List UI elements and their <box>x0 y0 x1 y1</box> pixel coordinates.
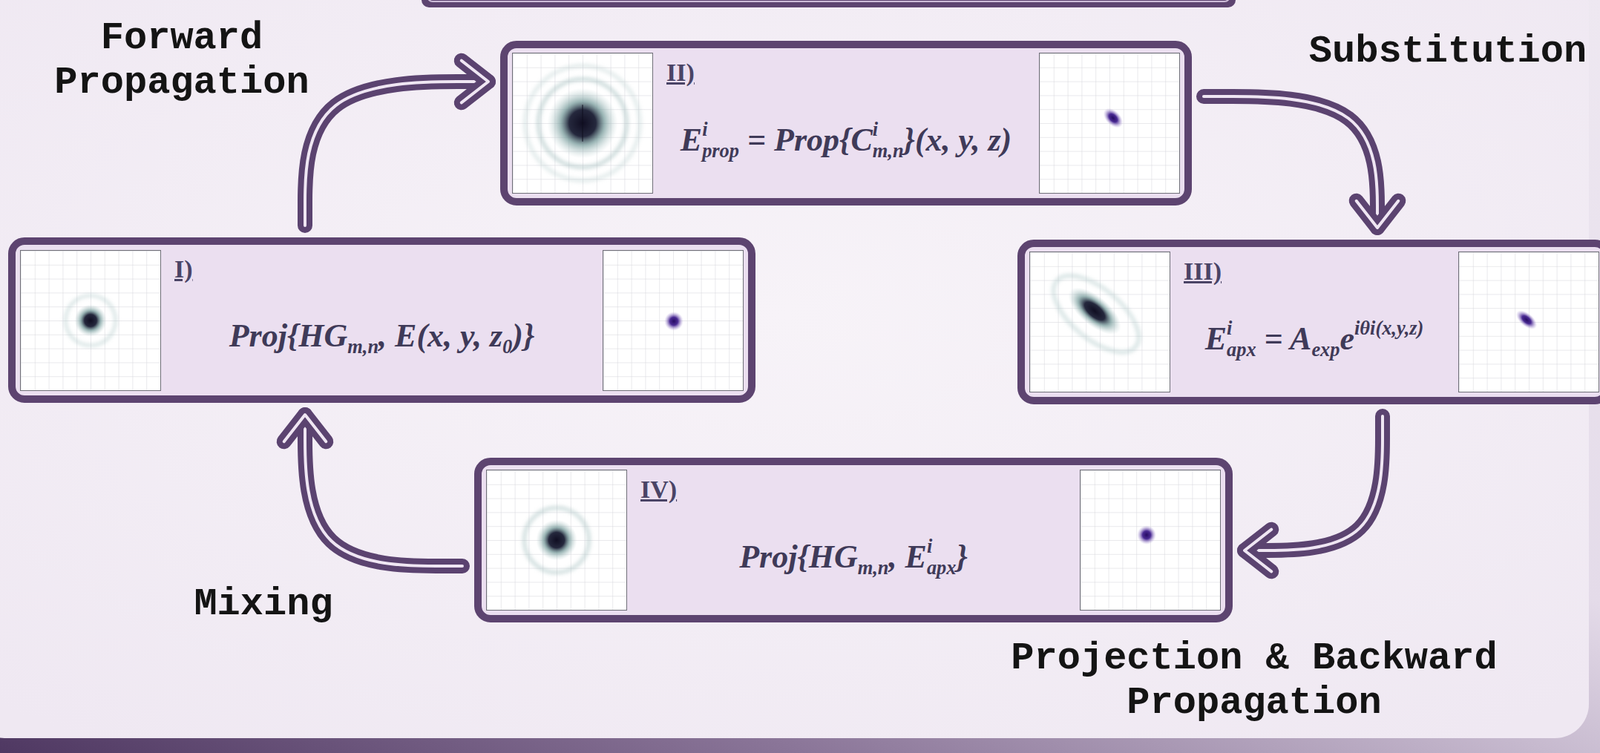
beam-profile-image <box>602 250 744 392</box>
arrow-head <box>1244 529 1272 573</box>
arrow-head <box>461 60 489 104</box>
formula-part: m,n <box>857 556 890 579</box>
process-box: II) Eiprop = Prop{Cim,n}(x, y, z) <box>500 40 1192 206</box>
formula-part: exp <box>1311 338 1340 361</box>
formula-holder: Eiapx = Aexpeiθi(x,y,z) <box>1176 284 1453 393</box>
formula-part: = A <box>1256 319 1313 357</box>
edge-label: Substitution <box>1303 29 1593 75</box>
formula-part: , E(x, y, z <box>378 317 503 354</box>
beam-profile-image <box>1029 251 1171 393</box>
formula-part: } <box>955 538 967 575</box>
beam-profile-image <box>1079 469 1221 611</box>
arrow-head <box>1244 529 1272 573</box>
flow-arrow <box>1244 416 1383 572</box>
arrow-head <box>284 414 327 442</box>
formula: Eiprop = Prop{Cim,n}(x, y, z) <box>680 117 1012 164</box>
arrow-head <box>461 60 489 104</box>
step-number: I) <box>174 255 193 283</box>
beam-profile-image <box>512 52 654 194</box>
formula-part: iθi(x,y,z) <box>1354 316 1424 340</box>
formula-part: Proj{HG <box>229 317 349 354</box>
formula-part: apx <box>926 556 957 579</box>
formula-part: apx <box>1226 338 1257 361</box>
edge-label: Mixing <box>181 582 346 628</box>
beam-profile-plot <box>603 250 743 391</box>
step-number: IV) <box>640 475 677 504</box>
arrow-shaft <box>1203 96 1378 228</box>
formula-part: )} <box>512 317 535 354</box>
formula-part: }(x, y, z) <box>903 120 1013 158</box>
beam-profile-plot <box>512 53 653 193</box>
arrow-head <box>1356 201 1399 228</box>
edge-label: Forward Propagation <box>40 16 323 106</box>
formula-part: prop <box>702 139 740 162</box>
formula-part: m,n <box>347 335 379 358</box>
box-content: IV) Proj{HGm,n, Eiapx} <box>633 469 1074 611</box>
flow-arrow <box>284 414 463 567</box>
formula-part: 0 <box>502 335 513 358</box>
step-number: II) <box>666 58 695 87</box>
process-box: III)Eiapx = Aexpeiθi(x,y,z) <box>1017 239 1600 405</box>
formula: Eiapx = Aexpeiθi(x,y,z) <box>1205 316 1425 363</box>
beam-profile-plot <box>20 250 161 391</box>
beam-profile-image <box>1458 251 1600 393</box>
arrow-shaft <box>1203 96 1378 228</box>
flow-arrow <box>305 60 489 226</box>
formula: Proj{HGm,n, E(x, y, z0)} <box>229 315 536 360</box>
formula-holder: Eiprop = Prop{Cim,n}(x, y, z) <box>658 86 1034 194</box>
formula-part: e <box>1339 319 1355 357</box>
flow-arrow <box>1203 96 1399 228</box>
arrow-head <box>284 414 327 442</box>
formula-holder: Proj{HGm,n, E(x, y, z0)} <box>166 282 597 392</box>
beam-profile-image <box>20 250 162 392</box>
beam-profile-plot <box>1080 470 1221 611</box>
process-box: IV) Proj{HGm,n, Eiapx} <box>474 457 1233 623</box>
formula-part: m,n <box>872 139 904 162</box>
box-content: III)Eiapx = Aexpeiθi(x,y,z) <box>1176 251 1453 393</box>
step-number: III) <box>1183 257 1222 285</box>
formula-part: , E <box>889 538 927 575</box>
formula: Proj{HGm,n, Eiapx} <box>739 534 968 581</box>
beam-profile-image <box>486 469 628 611</box>
arrow-head <box>1356 201 1399 228</box>
edge-label: Projection & Backward Propagation <box>987 636 1522 726</box>
formula-holder: Proj{HGm,n, Eiapx} <box>633 503 1074 611</box>
beam-profile-plot <box>1458 252 1599 392</box>
formula-part: Proj{HG <box>739 538 858 575</box>
beam-profile-plot <box>486 470 627 611</box>
box-content: II) Eiprop = Prop{Cim,n}(x, y, z) <box>658 52 1034 194</box>
beam-profile-image <box>1038 52 1180 194</box>
formula-part: E <box>680 120 703 158</box>
beam-profile-plot <box>1039 53 1180 193</box>
formula-part: = Prop{C <box>739 120 873 158</box>
process-box: I) Proj{HGm,n, E(x, y, z0)} <box>8 237 756 403</box>
beam-profile-plot <box>1030 252 1170 392</box>
formula-part: E <box>1205 319 1227 357</box>
box-content: I) Proj{HGm,n, E(x, y, z0)} <box>166 249 597 392</box>
